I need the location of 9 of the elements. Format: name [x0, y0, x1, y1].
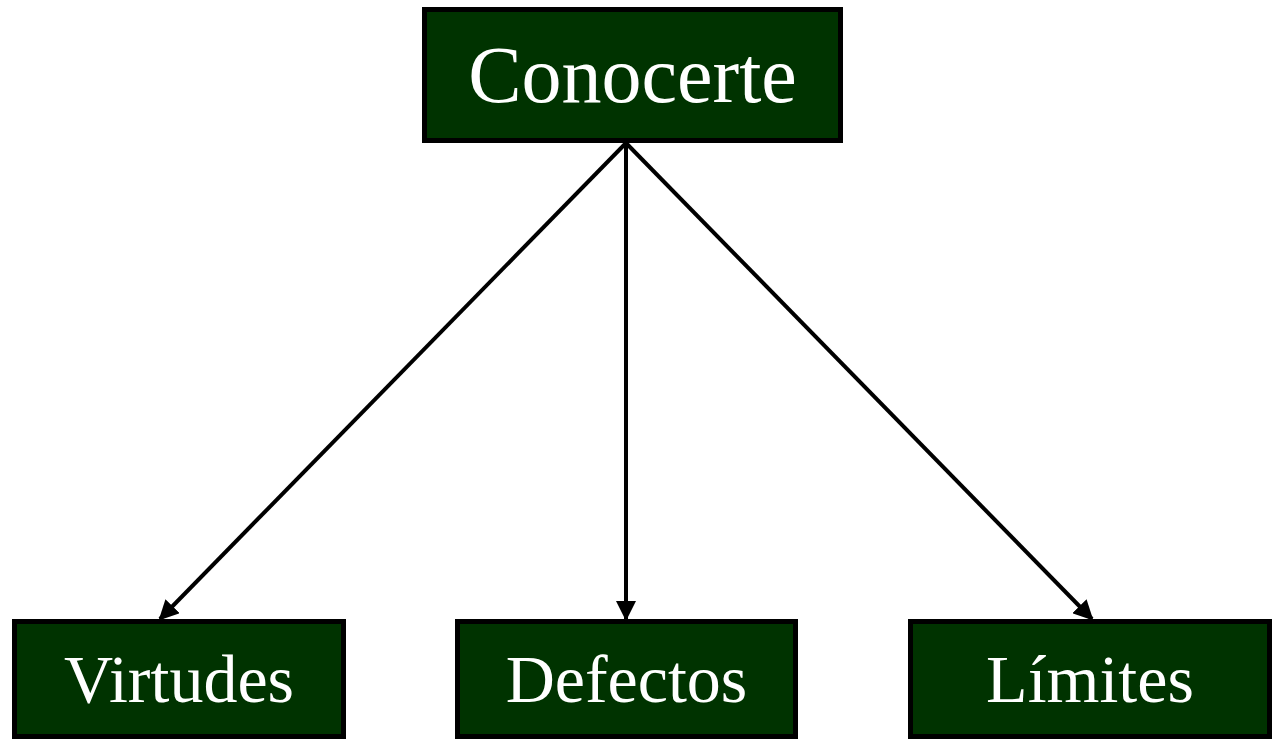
concept-label: Conocerte [468, 29, 797, 121]
concept-box [455, 619, 798, 739]
concept-label: Virtudes [63, 639, 295, 719]
concept-box [908, 619, 1272, 739]
concept-box [422, 7, 843, 143]
concept-label: Límites [986, 639, 1194, 719]
concept-box [12, 619, 346, 739]
arrow [616, 143, 636, 621]
concept-label: Defectos [505, 639, 748, 719]
